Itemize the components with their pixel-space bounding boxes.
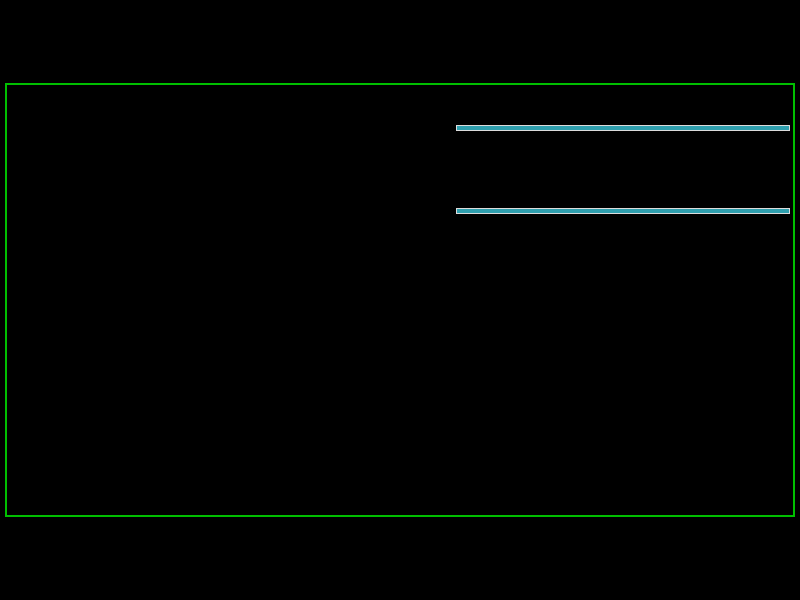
green-outline-rectangle[interactable] xyxy=(5,83,795,517)
teal-line-segment-bottom[interactable] xyxy=(456,208,790,214)
teal-line-segment-top[interactable] xyxy=(456,125,790,131)
